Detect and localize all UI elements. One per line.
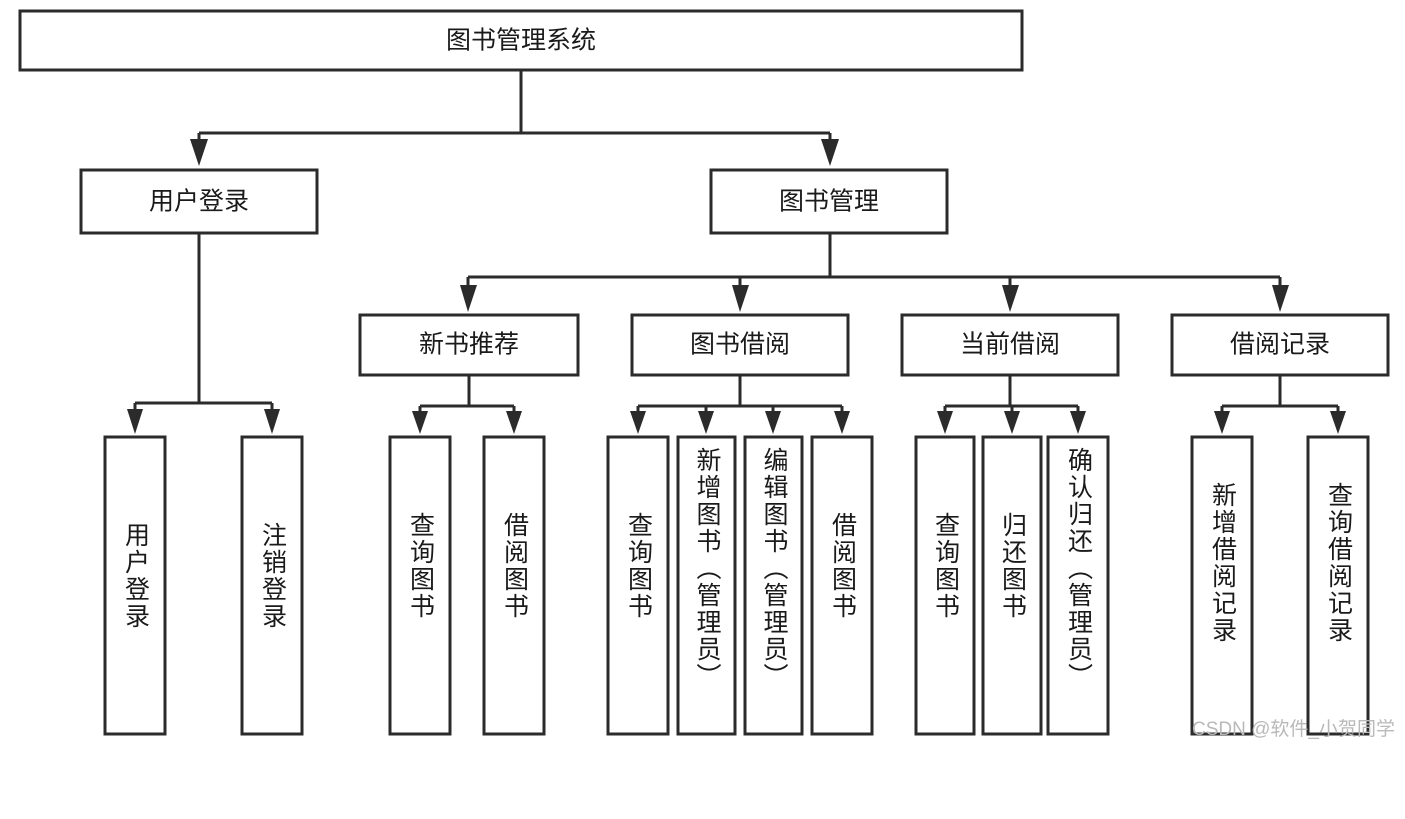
node-new-book-recommend-label: 新书推荐	[419, 331, 519, 359]
node-new-book-recommend[interactable]: 新书推荐	[358, 313, 580, 377]
arrowhead-br-leaf-1	[1214, 411, 1230, 434]
node-root-box	[18, 9, 1024, 72]
node-user-login-label: 用户登录	[149, 188, 249, 216]
arrowhead-nbr-leaf-2	[506, 411, 522, 434]
leaf-user-login-box[interactable]	[103, 435, 167, 736]
node-book-borrow-box	[630, 313, 850, 377]
node-book-management[interactable]: 图书管理	[709, 168, 949, 235]
node-new-book-recommend-box	[358, 313, 580, 377]
leaf-borrow-book-box[interactable]	[810, 435, 874, 736]
node-user-login-box	[79, 168, 319, 235]
arrowhead-cb-leaf-1	[937, 411, 953, 434]
arrowhead-bm-to-new-book-recommend	[460, 285, 477, 312]
leaf-query-book-recommend-box[interactable]	[388, 435, 452, 736]
node-root[interactable]: 图书管理系统	[18, 9, 1024, 72]
node-book-borrow[interactable]: 图书借阅	[630, 313, 850, 377]
csdn-watermark: CSDN @软件_小贺同学	[1192, 719, 1395, 740]
leaf-confirm-return-admin-box[interactable]	[1046, 435, 1110, 736]
node-borrow-record[interactable]: 借阅记录	[1170, 313, 1390, 377]
node-book-management-label: 图书管理	[779, 188, 879, 216]
connector-group-current-borrow	[937, 375, 1086, 434]
leaf-query-book-current-box[interactable]	[914, 435, 976, 736]
leaf-query-book-borrow-box[interactable]	[606, 435, 670, 736]
leaf-logout-box[interactable]	[240, 435, 304, 736]
arrowhead-bb-leaf-1	[630, 411, 646, 434]
leaf-return-book-box[interactable]	[981, 435, 1043, 736]
leaf-borrow-book-recommend-box[interactable]	[482, 435, 546, 736]
arrowhead-bm-to-book-borrow	[732, 285, 749, 312]
arrowhead-br-leaf-2	[1330, 411, 1346, 434]
node-root-label: 图书管理系统	[446, 27, 596, 55]
connector-group-book-borrow	[630, 375, 850, 434]
leaf-add-borrow-record-box[interactable]	[1190, 435, 1254, 736]
arrowhead-user-login-leaf-1	[127, 409, 143, 434]
diagram-canvas: 图书管理系统 用户登录 图书管理 新书推荐 图书借阅 当前借阅 借阅记录	[18, 9, 1395, 740]
node-current-borrow-box	[900, 313, 1120, 377]
hierarchy-diagram-svg: 图书管理系统 用户登录 图书管理 新书推荐 图书借阅 当前借阅 借阅记录	[18, 9, 1390, 736]
node-current-borrow-label: 当前借阅	[960, 331, 1060, 359]
arrowhead-root-to-user-login	[190, 139, 208, 166]
connector-group-borrow-record	[1214, 375, 1346, 434]
node-book-borrow-label: 图书借阅	[690, 331, 790, 359]
arrowhead-root-to-book-management	[821, 139, 839, 166]
connector-group-book-management	[460, 233, 1289, 312]
node-book-management-box	[709, 168, 949, 235]
connector-group-root	[190, 70, 839, 166]
arrowhead-user-login-leaf-2	[264, 409, 280, 434]
arrowhead-bb-leaf-3	[765, 411, 781, 434]
node-borrow-record-label: 借阅记录	[1230, 331, 1330, 359]
node-borrow-record-box	[1170, 313, 1390, 377]
arrowhead-cb-leaf-2	[1004, 411, 1020, 434]
leaf-query-borrow-record-box[interactable]	[1306, 435, 1370, 736]
leaf-boxes	[103, 435, 1370, 736]
node-user-login[interactable]: 用户登录	[79, 168, 319, 235]
connector-group-new-book-recommend	[412, 375, 522, 434]
leaf-edit-book-admin-box[interactable]	[743, 435, 804, 736]
arrowhead-bb-leaf-4	[834, 411, 850, 434]
leaf-add-book-admin-box[interactable]	[676, 435, 737, 736]
arrowhead-nbr-leaf-1	[412, 411, 428, 434]
connector-group-user-login	[127, 233, 280, 434]
arrowhead-bm-to-current-borrow	[1002, 285, 1019, 312]
arrowhead-bb-leaf-2	[698, 411, 714, 434]
arrowhead-bm-to-borrow-record	[1272, 285, 1289, 312]
arrowhead-cb-leaf-3	[1070, 411, 1086, 434]
node-current-borrow[interactable]: 当前借阅	[900, 313, 1120, 377]
